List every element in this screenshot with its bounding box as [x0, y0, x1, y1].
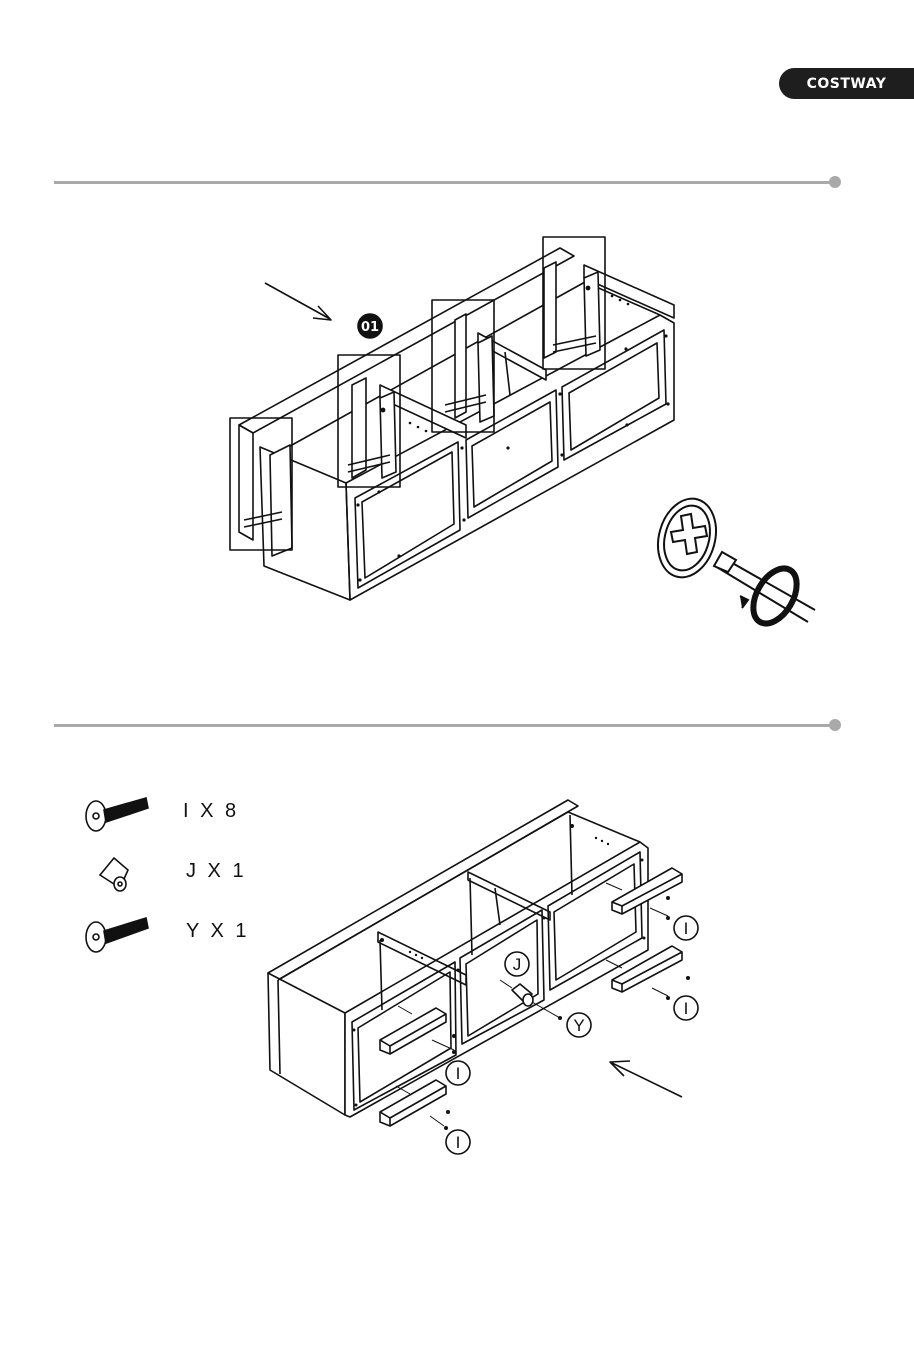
hardware-icons	[70, 780, 170, 970]
view-direction-arrow	[265, 283, 331, 320]
callout-y-label: Y	[573, 1016, 584, 1035]
leg-block	[380, 868, 682, 1126]
step-2-divider-dot	[829, 719, 841, 731]
step-badge-label: 01	[361, 320, 379, 335]
hardware-qty-j: J X 1	[186, 860, 247, 883]
callout-j-label: J	[513, 955, 522, 974]
hardware-qty-y: Y X 1	[186, 920, 250, 943]
callout-i-label: I	[456, 1133, 461, 1152]
callout-i	[674, 916, 698, 940]
callout-i-label: I	[684, 999, 689, 1018]
handle-cap	[500, 980, 562, 1020]
cabinet-frame	[268, 800, 648, 1117]
callout-i	[446, 1061, 470, 1085]
bolt-icon	[86, 918, 148, 952]
callout-i	[446, 1130, 470, 1154]
callout-i-label: I	[456, 1064, 461, 1083]
hardware-qty-i: I X 8	[183, 800, 239, 823]
step-1-illustration: 01	[0, 0, 914, 700]
callout-i-label: I	[684, 919, 689, 938]
step-2-divider	[54, 724, 834, 727]
callout-i	[674, 996, 698, 1020]
cone-cap-icon	[100, 858, 128, 891]
callout-j	[505, 952, 529, 976]
view-direction-arrow	[610, 1061, 682, 1097]
callout-y	[567, 1013, 591, 1037]
bolt-icon	[86, 798, 148, 831]
screwdriver-icon	[650, 492, 815, 631]
leg-screws	[396, 883, 690, 1130]
